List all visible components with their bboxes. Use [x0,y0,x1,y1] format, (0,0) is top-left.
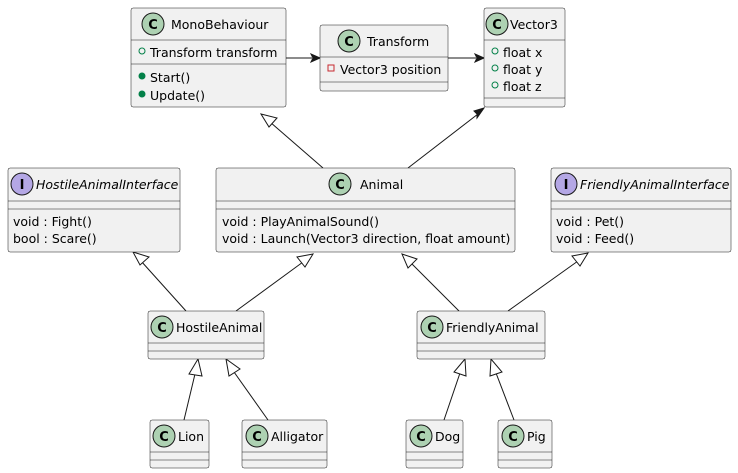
class-badge-icon [141,12,165,36]
class-dog[interactable]: C Dog [405,419,464,469]
interface-friendlyanimalinterface[interactable]: I FriendlyAnimalInterface void : Pet() v… [550,167,732,253]
badge-letter: C [427,321,437,336]
method-fight: void : Fight() [13,214,92,229]
public-method-icon [138,90,146,98]
class-name: HostileAnimal [176,320,262,335]
class-hostileanimal[interactable]: C HostileAnimal [147,310,265,360]
class-badge-icon [420,315,444,339]
class-name: Dog [435,429,460,444]
method-pet: void : Pet() [556,214,624,229]
class-name: Vector3 [510,17,558,32]
field-position: Vector3 position [340,62,441,77]
edge-animal-to-vector3 [407,107,486,169]
class-name: Pig [527,429,546,444]
field-transform: Transform transform [149,45,277,60]
edge-pig-extends-friendlyanimal [489,357,515,421]
edge-hostileanimal-implements-interface [131,251,187,312]
interface-hostileanimalinterface[interactable]: I HostileAnimalInterface void : Fight() … [7,167,181,253]
public-method-icon [138,72,146,80]
class-badge-icon [328,172,352,196]
class-friendlyanimal[interactable]: C FriendlyAnimal [416,310,546,360]
badge-letter: I [20,178,25,193]
class-name: Transform [366,34,429,49]
method-launch: void : Launch(Vector3 direction, float a… [222,231,510,246]
class-badge-icon [501,424,525,448]
badge-letter: C [148,18,158,33]
edge-friendlyanimal-extends-animal [401,253,460,312]
badge-letter: C [508,430,518,445]
field-z: float z [503,79,542,94]
public-field-icon [491,47,499,55]
edge-animal-extends-monobehaviour [259,113,324,169]
class-badge-icon [485,12,509,36]
class-name: Alligator [271,429,324,444]
badge-letter: C [492,18,502,33]
method-feed: void : Feed() [556,231,634,246]
interface-badge-icon [10,172,34,196]
edge-alligator-extends-hostileanimal [225,357,269,421]
edge-dog-extends-friendlyanimal [443,357,467,421]
class-transform[interactable]: C Transform Vector3 position [319,24,449,92]
public-field-icon [491,64,499,72]
edge-hostileanimal-extends-animal [235,253,315,312]
class-lion[interactable]: C Lion [149,419,210,469]
edge-friendlyanimal-implements-interface [507,252,590,312]
field-y: float y [503,62,543,77]
class-name: Lion [178,429,204,444]
method-scare: bool : Scare() [13,231,97,246]
class-badge-icon [337,29,361,53]
class-monobehaviour[interactable]: C MonoBehaviour Transform transform Star… [130,7,287,108]
class-name: Animal [360,177,403,192]
badge-letter: I [564,178,569,193]
public-field-icon [491,81,499,89]
badge-letter: C [157,321,167,336]
badge-letter: C [159,430,169,445]
class-badge-icon [150,315,174,339]
class-animal[interactable]: C Animal void : PlayAnimalSound() void :… [215,167,516,253]
private-field-icon [327,64,335,72]
interface-name: HostileAnimalInterface [36,177,179,192]
method-update: Update() [150,88,205,103]
class-badge-icon [152,424,176,448]
class-badge-icon [409,424,433,448]
edge-monobehaviour-to-transform [286,52,322,64]
class-name: MonoBehaviour [171,17,269,32]
relationships [131,52,590,421]
field-x: float x [503,45,542,60]
interface-badge-icon [554,172,578,196]
badge-letter: C [416,430,426,445]
badge-letter: C [252,430,262,445]
class-pig[interactable]: C Pig [497,419,553,469]
class-vector3[interactable]: C Vector3 float x float y float z [483,7,566,108]
public-field-icon [138,47,146,55]
edge-transform-to-vector3 [448,52,486,64]
class-alligator[interactable]: C Alligator [241,419,328,469]
class-name: FriendlyAnimal [446,320,539,335]
edge-lion-extends-hostileanimal [183,357,203,421]
method-start: Start() [150,70,190,85]
method-playanimalsound: void : PlayAnimalSound() [222,214,379,229]
class-badge-icon [245,424,269,448]
badge-letter: C [344,35,354,50]
badge-letter: C [335,178,345,193]
interface-name: FriendlyAnimalInterface [580,177,730,192]
